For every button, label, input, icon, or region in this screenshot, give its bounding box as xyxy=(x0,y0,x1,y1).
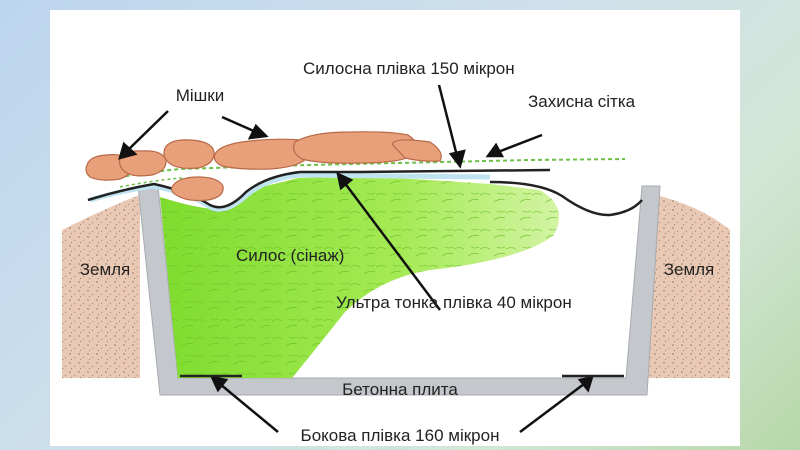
ultra-thin-film-label: Ультра тонка плівка 40 мікрон xyxy=(336,293,572,312)
concrete-slab-label: Бетонна плита xyxy=(342,380,458,399)
concrete-walls xyxy=(137,185,661,396)
bags-label: Мішки xyxy=(176,86,225,105)
silage-film-label: Силосна плівка 150 мікрон xyxy=(303,59,515,78)
pointer-arrows xyxy=(118,84,594,433)
silage-label: Силос (сінаж) xyxy=(236,246,344,265)
ultra-thin-film xyxy=(89,172,491,212)
silage-film-150-right xyxy=(489,180,643,217)
earth-left xyxy=(62,195,140,378)
silage-film-150 xyxy=(87,168,551,209)
slide: Мішки Силосна плівка 150 мікрон Захисна … xyxy=(50,10,740,446)
silo-cross-section-diagram: Мішки Силосна плівка 150 мікрон Захисна … xyxy=(62,59,730,445)
protective-net-label: Захисна сітка xyxy=(528,92,636,111)
side-film-label: Бокова плівка 160 мікрон xyxy=(301,426,500,445)
earth-left-label: Земля xyxy=(80,260,131,279)
earth-right-label: Земля xyxy=(664,260,715,279)
bags xyxy=(85,131,442,202)
earth-right xyxy=(648,193,730,378)
